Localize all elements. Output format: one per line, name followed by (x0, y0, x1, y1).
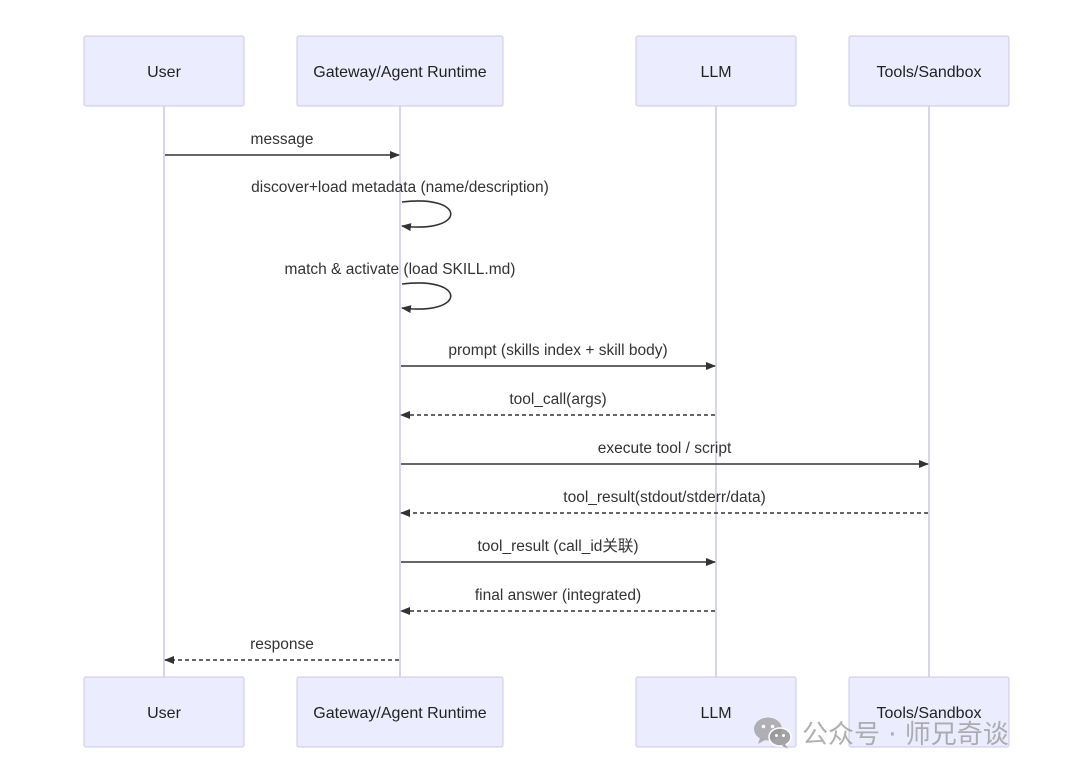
actor-box (296, 35, 504, 107)
message-9: final answer (integrated) (400, 587, 715, 615)
message-label: tool_result(stdout/stderr/data) (563, 489, 765, 506)
message-label: match & activate (load SKILL.md) (285, 261, 516, 278)
messages: message discover+load metadata (name/desc… (164, 131, 929, 664)
actor-user-bottom: User (83, 676, 245, 748)
actor-box (83, 676, 245, 748)
message-6: execute tool / script (401, 440, 929, 468)
self-arrow (401, 200, 452, 232)
actor-box (635, 35, 797, 107)
message-4: prompt (skills index + skill body) (401, 342, 716, 370)
watermark: 公众号 · 师兄奇谈 (752, 714, 1009, 751)
message-1: message (165, 131, 400, 159)
actor-tools-top: Tools/Sandbox (848, 35, 1010, 107)
message-label: execute tool / script (598, 440, 732, 457)
message-label: discover+load metadata (name/description… (251, 179, 549, 196)
actors-top: User Gateway/Agent Runtime LLM Tools/Sandbo… (83, 35, 1010, 107)
message-label: response (250, 636, 314, 653)
actor-box (848, 35, 1010, 107)
message-label: tool_result (call_id关联) (477, 537, 638, 555)
self-arrow (401, 282, 452, 314)
watermark-text: 公众号 · 师兄奇谈 (802, 720, 1009, 750)
actor-label: Tools/Sandbox (877, 705, 982, 722)
message-7: tool_result(stdout/stderr/data) (400, 489, 928, 517)
message-label: final answer (integrated) (475, 587, 641, 604)
actor-gateway-bottom: Gateway/Agent Runtime (296, 676, 504, 748)
message-2: discover+load metadata (name/description… (251, 179, 549, 232)
actor-tools-bottom: Tools/Sandbox (848, 676, 1010, 748)
actor-label: LLM (700, 64, 731, 81)
actor-label: User (147, 64, 181, 81)
actor-label: Gateway/Agent Runtime (313, 64, 487, 81)
message-5: tool_call(args) (400, 391, 715, 419)
message-10: response (164, 636, 399, 664)
actor-user-top: User (83, 35, 245, 107)
message-label: tool_call(args) (509, 391, 606, 408)
actor-label: LLM (700, 705, 731, 722)
actors-bottom: User Gateway/Agent Runtime LLM Tools/Sandbo… (83, 676, 1010, 748)
actor-label: User (147, 705, 181, 722)
lifelines (163, 106, 930, 677)
message-label: prompt (skills index + skill body) (448, 342, 667, 359)
message-8: tool_result (call_id关联) (401, 537, 716, 566)
actor-label: Tools/Sandbox (877, 64, 982, 81)
wechat-icon (754, 717, 792, 749)
actor-llm-top: LLM (635, 35, 797, 107)
message-3: match & activate (load SKILL.md) (285, 261, 516, 314)
actor-gateway-top: Gateway/Agent Runtime (296, 35, 504, 107)
message-label: message (251, 131, 314, 148)
actor-box (83, 35, 245, 107)
actor-box (848, 676, 1010, 748)
actor-box (296, 676, 504, 748)
actor-label: Gateway/Agent Runtime (313, 705, 487, 722)
